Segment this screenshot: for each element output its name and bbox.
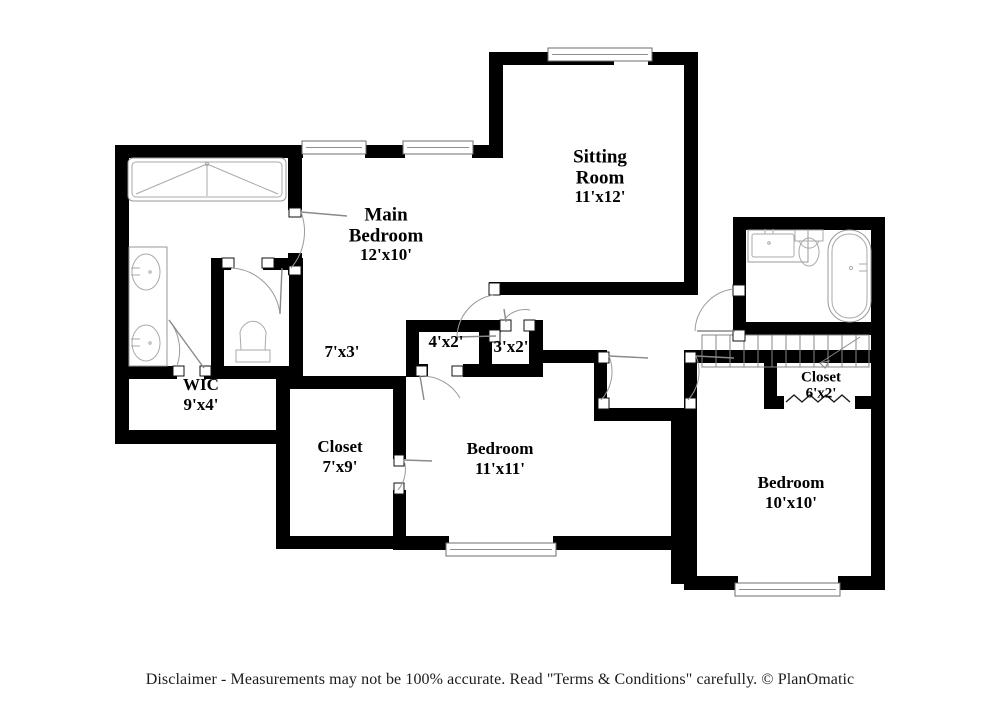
- label-closet-7x9-name: Closet: [317, 437, 363, 456]
- wall-exterior-right-lower: [871, 396, 885, 590]
- shower-stall-fixture: [127, 157, 287, 202]
- wall-bed10-bottom-right: [838, 576, 885, 590]
- window-main-bedroom-left: [301, 140, 367, 155]
- toilet-fixture-master: [235, 320, 271, 363]
- wall-bed11-bottom-jog: [594, 536, 684, 550]
- door-wic[interactable]: [168, 319, 212, 377]
- wall-bed11-right-jog: [594, 408, 684, 421]
- label-closet-3x2-dim: 3'x2': [494, 337, 529, 356]
- window-main-bedroom-right: [402, 140, 474, 155]
- door-bedroom-11x11[interactable]: [597, 351, 649, 410]
- wall-bed11-bottom-left: [393, 536, 449, 550]
- label-wic-name: WIC: [183, 375, 219, 394]
- label-sitting-room-line2: Room: [576, 167, 625, 188]
- label-sitting-room-line1: Sitting: [573, 146, 627, 167]
- door-water-closet[interactable]: [221, 257, 283, 315]
- window-group: [301, 47, 841, 597]
- wall-sitting-left: [489, 52, 503, 158]
- staircase-fixture: [701, 334, 870, 369]
- wall-closet79-bottom: [276, 536, 406, 549]
- wall-closet32-bottom: [479, 364, 543, 377]
- door-main-bedroom-hall[interactable]: [456, 282, 501, 343]
- window-bedroom-11x11: [445, 542, 557, 557]
- door-closet-3x2[interactable]: [499, 308, 536, 332]
- wall-sitting-right: [684, 52, 698, 295]
- wall-closet62-bottom-left: [764, 396, 784, 409]
- wall-exterior-left-lower: [115, 375, 129, 443]
- label-bedroom-10x10-dim: 10'x10': [765, 493, 817, 512]
- label-closet-7x9-dim: 7'x9': [323, 457, 358, 476]
- label-wic-dim: 9'x4': [184, 395, 219, 414]
- wall-bed10-left: [684, 408, 697, 590]
- disclaimer-text: Disclaimer - Measurements may not be 100…: [145, 671, 855, 688]
- window-sitting-room: [547, 47, 653, 62]
- wall-bed10-bottom-left: [684, 576, 738, 590]
- bathtub-fixture: [827, 229, 872, 323]
- door-hall-bath[interactable]: [694, 284, 746, 342]
- wall-bed11-top-b: [529, 350, 607, 363]
- wall-closet62-top: [764, 350, 885, 363]
- room-label-group: Main Bedroom 12'x10' Sitting Room 11'x12…: [183, 146, 841, 512]
- wall-wic-top-left: [115, 366, 177, 379]
- wall-wic-bottom: [115, 430, 290, 444]
- wall-hallbath-left: [733, 217, 746, 322]
- wall-closet42-top: [406, 320, 486, 332]
- toilet-fixture-hall: [794, 229, 824, 267]
- label-hall-7x3-dim: 7'x3': [325, 342, 360, 361]
- label-main-bedroom-line1: Main: [364, 204, 408, 225]
- hall-bath-sink-fixture: [747, 229, 809, 263]
- wall-wc-left: [211, 258, 224, 378]
- vanity-counter-fixture: [128, 246, 168, 367]
- label-bedroom-11x11-name: Bedroom: [467, 439, 534, 458]
- door-closet-7x9[interactable]: [393, 454, 433, 495]
- door-group: [168, 207, 746, 495]
- label-bedroom-11x11-dim: 11'x11': [475, 459, 525, 478]
- wall-exterior-top-left: [115, 145, 302, 158]
- wall-bed11-right-lower: [671, 408, 684, 584]
- wall-hallbath-top: [733, 217, 885, 230]
- wall-wc-right: [289, 258, 303, 378]
- fixture-group: [127, 157, 872, 403]
- wall-sitting-bottom: [489, 282, 698, 295]
- label-main-bedroom-dim: 12'x10': [360, 245, 412, 264]
- wall-closet79-left: [276, 376, 290, 549]
- wall-bed11-right-upper: [594, 350, 607, 408]
- wall-top-seg-b: [365, 145, 405, 158]
- wall-closet79-right-upper: [393, 376, 406, 459]
- wall-stair-hall-left: [684, 350, 697, 408]
- label-closet-6x2-name: Closet: [801, 369, 841, 385]
- wall-exterior-left-upper: [115, 145, 129, 388]
- wall-masterbath-right-upper: [288, 145, 302, 210]
- door-master-bath[interactable]: [288, 207, 348, 276]
- wall-closet79-right-lower: [393, 490, 406, 549]
- label-main-bedroom-line2: Bedroom: [349, 225, 424, 246]
- wall-hall-bottom: [276, 376, 406, 389]
- wall-hallbath-bottom: [733, 322, 885, 335]
- door-bedroom-10x10[interactable]: [684, 351, 735, 410]
- closet-rod-zigzag: [785, 394, 851, 403]
- wall-closet32-top-left: [479, 320, 501, 332]
- label-closet-4x2-dim: 4'x2': [429, 332, 464, 351]
- label-sitting-room-dim: 11'x12': [574, 187, 625, 206]
- window-bedroom-10x10: [734, 582, 841, 597]
- wall-closet42-left: [406, 320, 419, 376]
- wall-exterior-right-upper: [871, 217, 885, 407]
- label-bedroom-10x10-name: Bedroom: [758, 473, 825, 492]
- door-closet-4x2[interactable]: [415, 365, 464, 401]
- label-closet-6x2-dim: 6'x2': [806, 385, 837, 401]
